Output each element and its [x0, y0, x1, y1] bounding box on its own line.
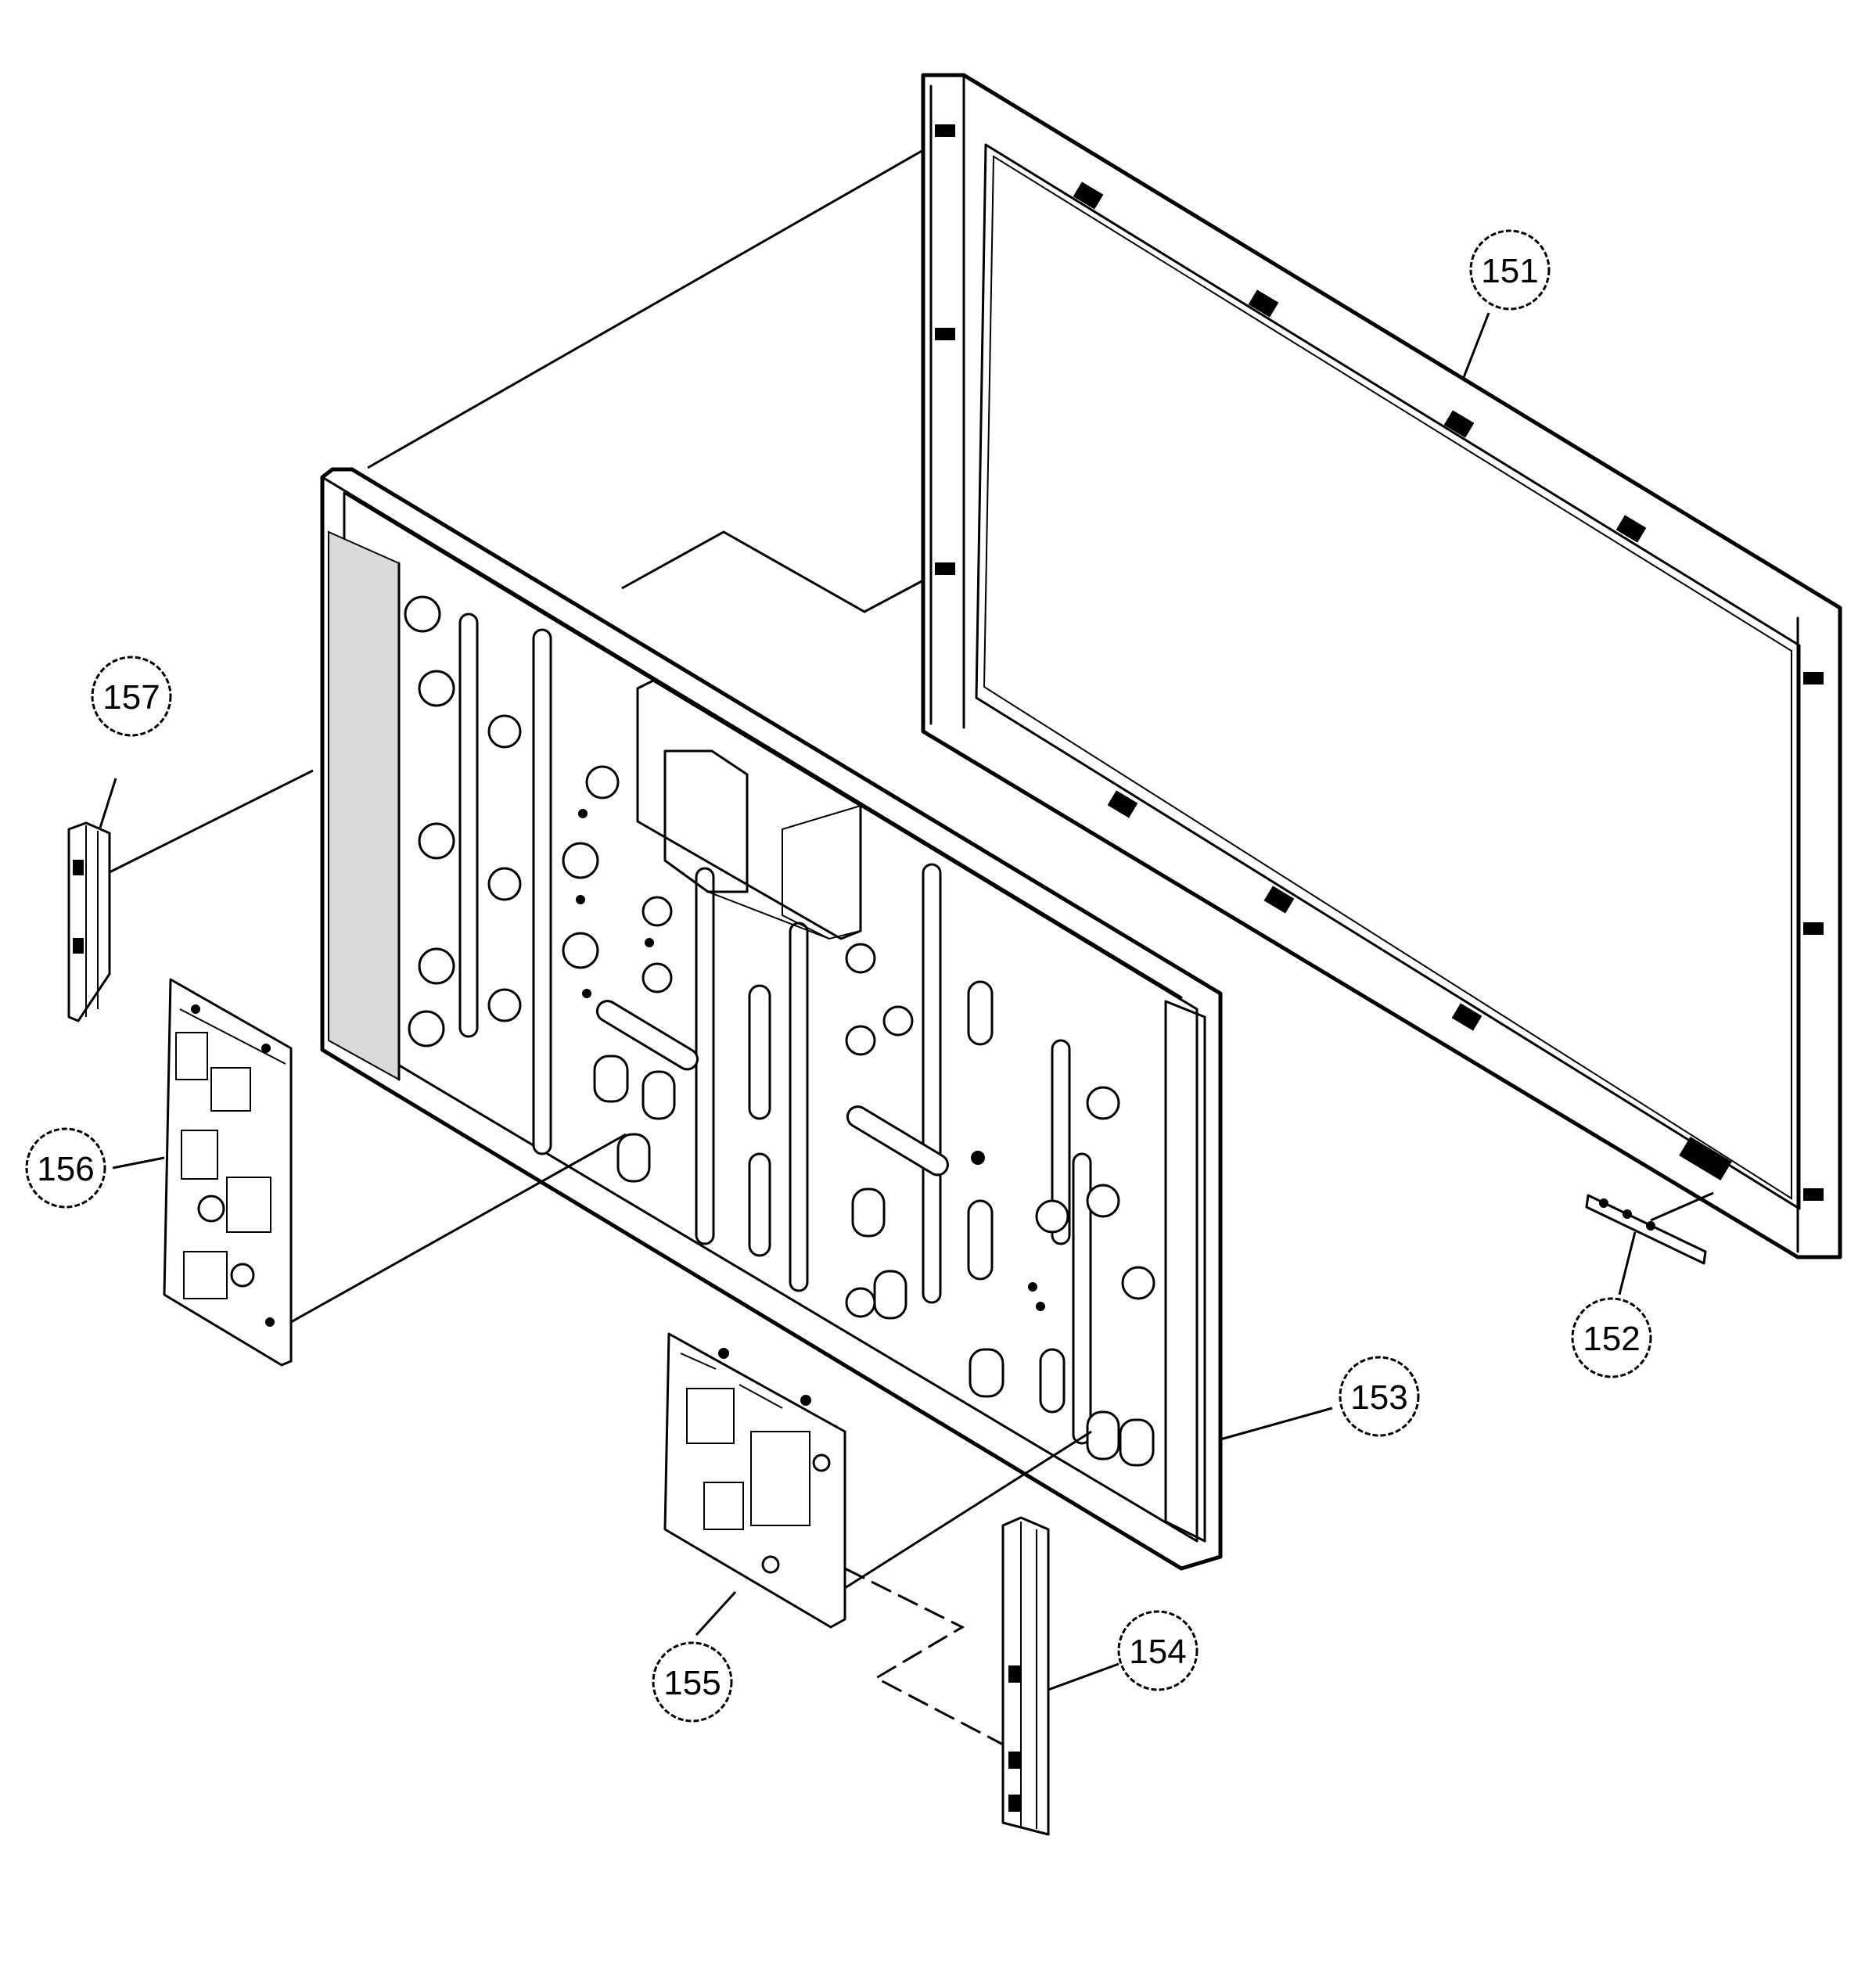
pcb-156: [163, 978, 293, 1367]
callout-153: 153: [1339, 1356, 1420, 1437]
callout-label-154: 154: [1129, 1633, 1186, 1671]
callout-label-157: 157: [102, 678, 160, 717]
callout-leaders: [99, 312, 1490, 1691]
callout-label-155: 155: [663, 1664, 721, 1702]
callout-label-152: 152: [1583, 1320, 1640, 1358]
bracket-157: [67, 821, 111, 1022]
pcb-155: [663, 1332, 846, 1629]
assembly-lines: [109, 149, 1092, 1746]
mounted-module: [636, 679, 862, 940]
callout-154: 154: [1117, 1610, 1199, 1691]
callout-label-156: 156: [37, 1150, 94, 1188]
callout-151: 151: [1469, 229, 1551, 311]
front-frame-151: [921, 73, 1842, 1259]
chassis-plate-153: [320, 467, 1223, 1571]
callout-155: 155: [652, 1641, 733, 1723]
callout-label-153: 153: [1350, 1378, 1407, 1417]
callout-label-151: 151: [1481, 252, 1538, 290]
callout-157: 157: [91, 656, 172, 737]
sensor-part-152: [1585, 1191, 1714, 1295]
callout-152: 152: [1571, 1297, 1652, 1378]
callout-156: 156: [25, 1127, 106, 1209]
bracket-154: [1001, 1516, 1050, 1836]
